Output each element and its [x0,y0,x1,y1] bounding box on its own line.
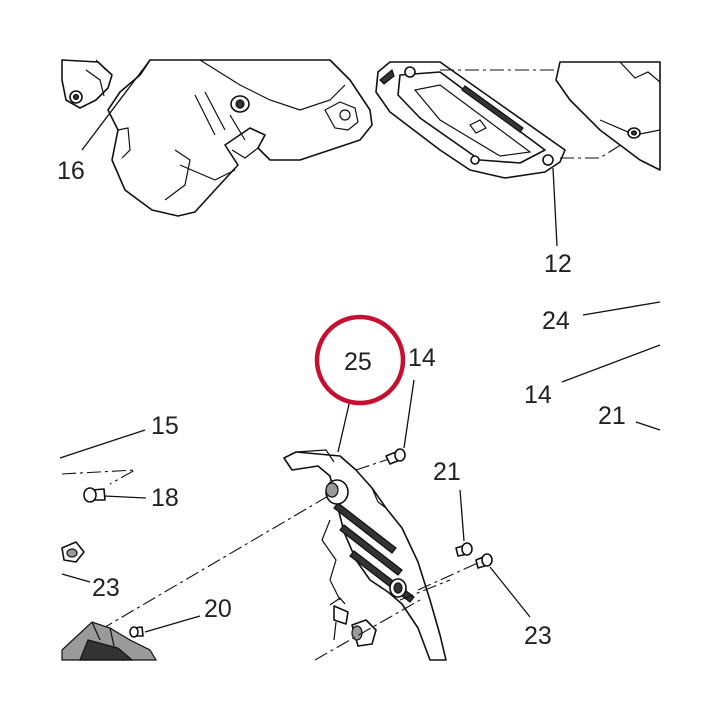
label-23-left: 23 [92,574,120,602]
screw-part-18 [83,487,106,503]
clip-part-23 [61,541,85,563]
label-12: 12 [544,250,572,278]
screws-part-21-23 [399,542,493,601]
lower-left-component [61,621,158,661]
cover-plate-part-12 [375,61,661,179]
leader-25 [337,399,351,453]
leader-21-middle [459,489,465,542]
leader-18 [103,495,147,499]
axis-line-15 [61,469,136,485]
label-21-middle: 21 [433,458,461,486]
label-21-right: 21 [598,402,626,430]
label-18: 18 [151,484,179,512]
label-14-right: 14 [524,381,552,409]
leader-20 [144,615,201,633]
label-23-right: 23 [524,622,552,650]
upper-right-fragment [555,61,661,171]
leader-15 [59,429,146,459]
screw-part-20 [129,626,144,638]
leader-21-right [635,421,661,431]
bracket-part-25 [283,449,447,661]
leader-23-right [489,566,531,618]
leader-14-right [561,344,661,383]
leader-14-middle [403,379,415,449]
label-25: 25 [344,348,372,376]
label-14-middle: 14 [408,344,436,372]
leader-24 [582,301,661,316]
axis-line-2 [314,599,421,661]
label-24: 24 [542,307,570,335]
label-20: 20 [204,595,232,623]
axis-line-1 [99,494,331,631]
housing-part-16 [61,59,373,217]
leader-12 [552,167,558,247]
label-16: 16 [57,157,85,185]
leader-23-left [61,573,91,583]
label-15: 15 [151,412,179,440]
screw-part-14 [355,448,406,471]
leader-16 [81,59,151,151]
highlight-circle [314,314,406,406]
